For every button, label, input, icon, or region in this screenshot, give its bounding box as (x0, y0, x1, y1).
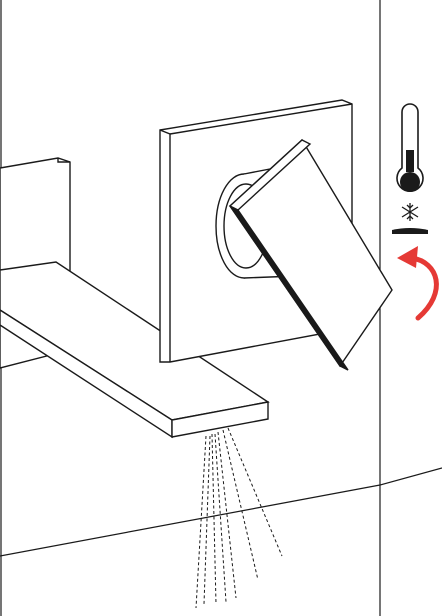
snowflake-icon (402, 203, 418, 221)
floor-wall-edge-right (380, 468, 442, 485)
water-stream (212, 434, 216, 604)
water-stream (215, 434, 226, 602)
water-stream (196, 436, 206, 608)
floor-wall-edge (0, 485, 380, 556)
cold-indicator-bar (392, 228, 428, 234)
water-streams (196, 428, 282, 608)
rotation-arrow-icon (397, 246, 436, 318)
water-stream (204, 436, 210, 604)
water-stream (228, 428, 282, 556)
water-stream (223, 430, 258, 580)
thermometer-icon (397, 104, 423, 192)
